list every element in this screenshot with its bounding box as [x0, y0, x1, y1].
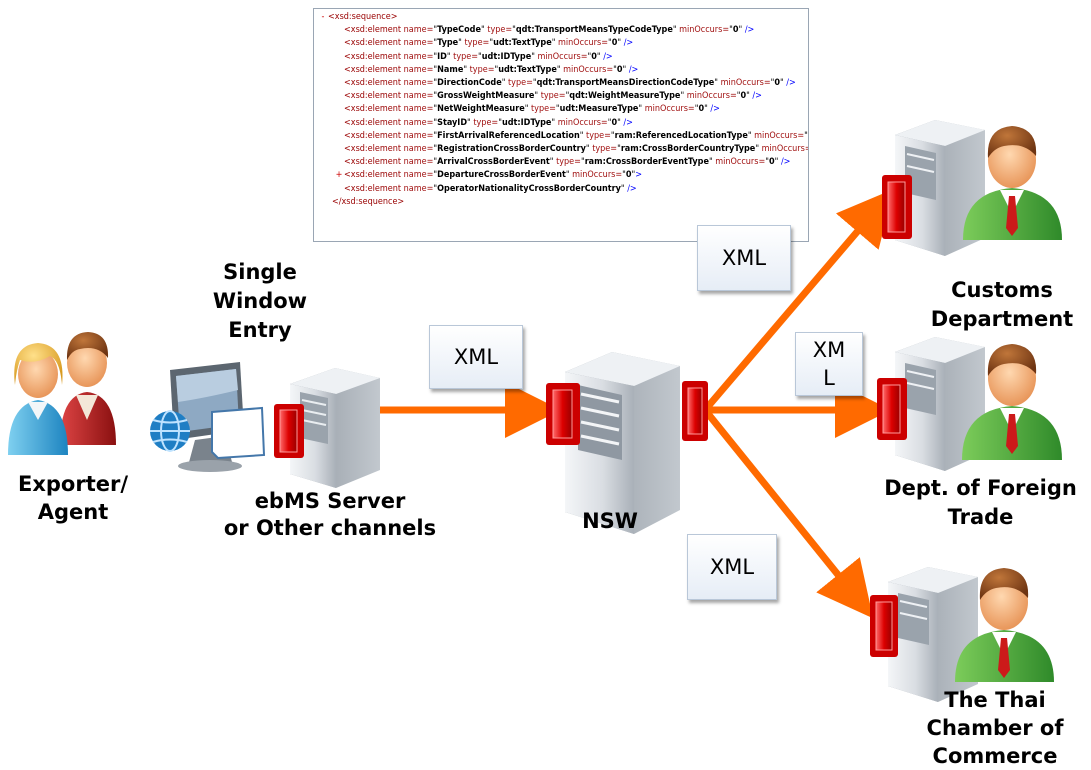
xml-text-line-1: XM — [812, 338, 846, 362]
xsd-element-line: <xsd:element name="Name" type="udt:TextT… — [344, 64, 639, 75]
xml-message-ebms-nsw: XML — [429, 325, 523, 389]
xsd-element-line: <xsd:element name="DirectionCode" type="… — [344, 78, 796, 89]
xsd-element-line: <xsd:element name="GrossWeightMeasure" t… — [344, 91, 762, 102]
xsd-element-line: <xsd:element name="ArrivalCrossBorderEve… — [344, 157, 791, 168]
people-icon — [8, 332, 116, 455]
xml-message-chamber: XML — [687, 534, 777, 600]
xsd-element-line: <xsd:element name="TypeCode" type="qdt:T… — [344, 25, 755, 36]
label-exporter-agent: Exporter/Agent — [17, 472, 128, 524]
customs-officer-icon — [963, 126, 1062, 240]
computer-icon — [150, 362, 266, 472]
xsd-element-line: <xsd:element name="NetWeightMeasure" typ… — [344, 104, 720, 115]
arrow-nsw-to-chamber — [702, 407, 874, 619]
ebms-server-icon — [274, 368, 380, 488]
chamber-server-icon — [870, 567, 978, 702]
xml-text-line-2: L — [823, 366, 835, 390]
xsd-element-line: <xsd:element name="RegistrationCrossBord… — [344, 144, 809, 155]
chamber-officer-icon — [955, 568, 1054, 682]
xml-message-top: XML — [697, 225, 791, 291]
xml-message-foreign-trade: XM L — [795, 332, 863, 396]
collapse-toggle[interactable]: - — [321, 12, 325, 22]
xsd-element-line: <xsd:element name="Type" type="udt:TextT… — [344, 38, 634, 49]
xsd-sequence-open: <xsd:sequence> — [328, 12, 398, 22]
xsd-code-panel: -<xsd:sequence> <xsd:element name="TypeC… — [313, 8, 809, 242]
customs-server-icon — [882, 120, 985, 256]
xsd-element-line: +<xsd:element name="DepartureCrossBorder… — [314, 169, 808, 182]
foreign-trade-server-icon — [877, 337, 985, 471]
xsd-element-line: <xsd:element name="ID" type="udt:IDType"… — [344, 51, 613, 62]
arrow-nsw-to-customs — [702, 189, 894, 413]
foreign-trade-officer-icon — [962, 344, 1062, 460]
nsw-server-icon — [546, 352, 708, 534]
expand-toggle[interactable]: + — [335, 170, 343, 181]
xsd-sequence-close: </xsd:sequence> — [332, 196, 405, 207]
xsd-element-line: <xsd:element name="FirstArrivalReference… — [344, 130, 808, 141]
xsd-element-line: <xsd:element name="StayID" type="udt:IDT… — [344, 117, 633, 128]
label-nsw: NSW — [582, 509, 638, 533]
xsd-element-line: <xsd:element name="OperatorNationalityCr… — [344, 183, 637, 194]
